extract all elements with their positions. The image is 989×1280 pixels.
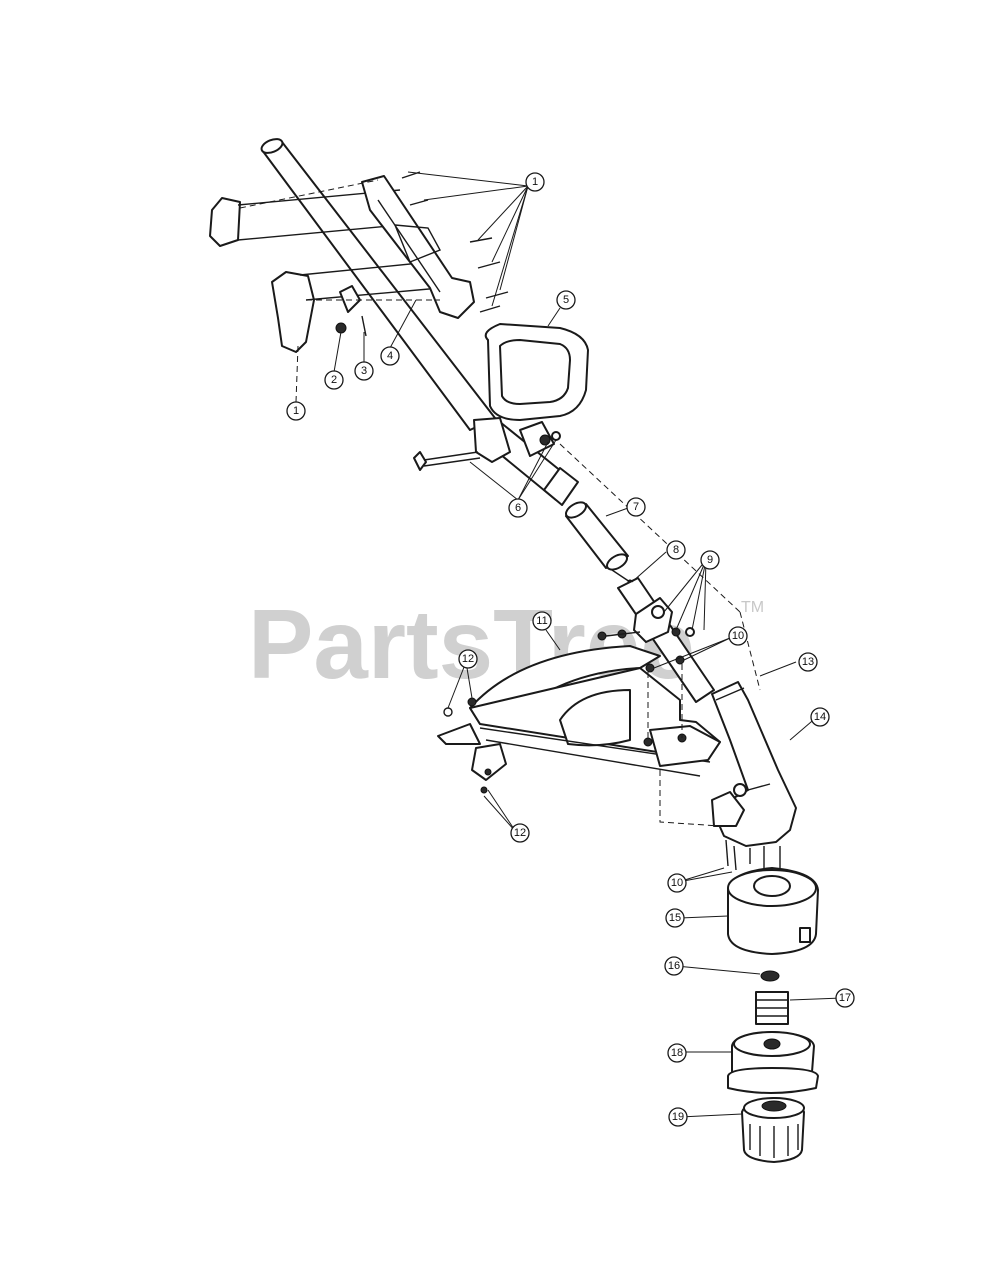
- callout-16: 16: [664, 956, 684, 976]
- shaft-sleeve: [565, 501, 629, 571]
- callout-7: 7: [626, 497, 646, 517]
- callout-label: 18: [671, 1047, 683, 1059]
- callout-label: 16: [668, 960, 680, 972]
- grass-guard: [437, 645, 721, 794]
- spring: [755, 991, 789, 1025]
- callout-label: 6: [515, 502, 521, 514]
- callout-13: 13: [798, 652, 818, 672]
- bump-knob: [741, 1097, 805, 1163]
- gear-head: [711, 681, 797, 870]
- callout-label: 8: [673, 544, 679, 556]
- callout-19: 19: [668, 1107, 688, 1127]
- callout-label: 14: [814, 711, 826, 723]
- washer: [760, 970, 780, 982]
- callout-18: 18: [667, 1043, 687, 1063]
- callout-8: 8: [666, 540, 686, 560]
- callout-5: 5: [556, 290, 576, 310]
- callout-14: 14: [810, 707, 830, 727]
- callout-1a: 1: [525, 172, 545, 192]
- callout-label: 11: [536, 615, 547, 627]
- handle-screws: [401, 171, 509, 313]
- callout-4: 4: [380, 346, 400, 366]
- shaft-clamp: [597, 597, 695, 643]
- callout-label: 13: [802, 656, 814, 668]
- callout-12a: 12: [458, 649, 478, 669]
- watermark-trademark: TM: [741, 599, 764, 616]
- callout-label: 10: [732, 630, 744, 642]
- callout-label: 2: [331, 374, 337, 386]
- callout-6: 6: [508, 498, 528, 518]
- callout-label: 19: [672, 1111, 684, 1123]
- callout-label: 10: [671, 877, 683, 889]
- callout-label: 9: [707, 554, 713, 566]
- callout-label: 12: [514, 827, 526, 839]
- assembly-lines: [239, 179, 761, 827]
- callout-15: 15: [665, 908, 685, 928]
- callout-9: 9: [700, 550, 720, 570]
- spool-housing: [727, 867, 819, 955]
- callout-label: 12: [462, 653, 474, 665]
- callout-17: 17: [835, 988, 855, 1008]
- callout-10a: 10: [728, 626, 748, 646]
- callout-label: 4: [387, 350, 393, 362]
- spool: [727, 1031, 819, 1094]
- callout-2: 2: [324, 370, 344, 390]
- callout-12b: 12: [510, 823, 530, 843]
- callout-label: 15: [669, 912, 681, 924]
- callout-label: 7: [633, 501, 639, 513]
- callout-10b: 10: [667, 873, 687, 893]
- handle-assembly: [209, 175, 475, 353]
- callout-1b: 1: [286, 401, 306, 421]
- callout-3: 3: [354, 361, 374, 381]
- callout-label: 5: [563, 294, 569, 306]
- head-screws: [725, 839, 751, 871]
- callout-label: 17: [839, 992, 851, 1004]
- callout-label: 3: [361, 365, 367, 377]
- d-handle: [473, 323, 589, 463]
- callout-label: 1: [532, 176, 538, 188]
- callout-label: 1: [293, 405, 299, 417]
- handle-bolt: [413, 431, 561, 471]
- callout-11: 11: [532, 611, 552, 631]
